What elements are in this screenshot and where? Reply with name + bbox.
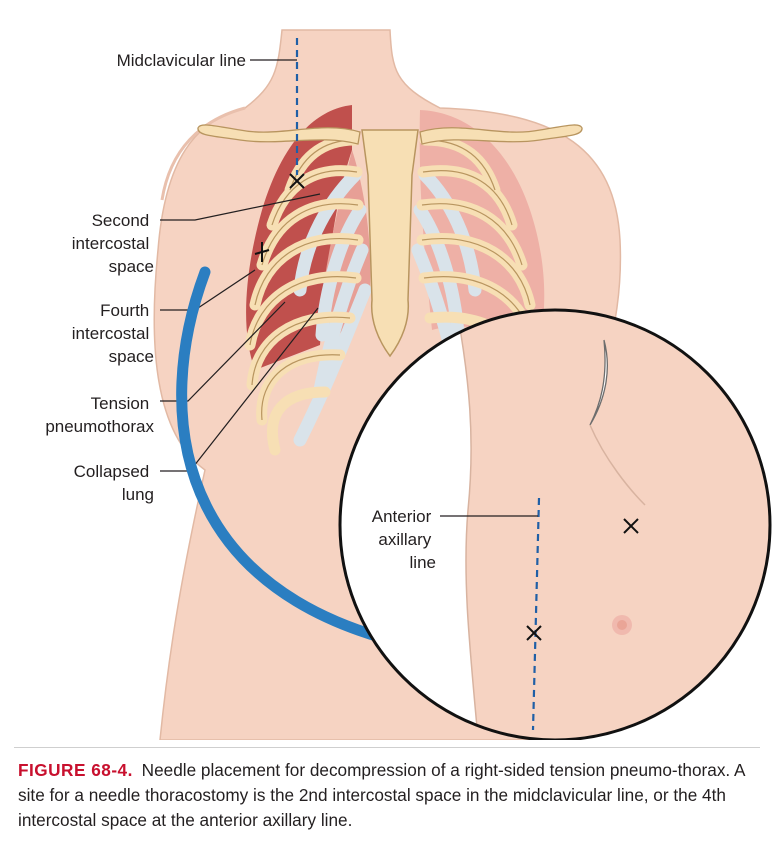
axillary-x-mark <box>526 625 542 641</box>
clavicle-right <box>419 124 583 145</box>
label-midclavicular-line: Midclavicular line <box>117 51 246 70</box>
shoulder-shadow <box>160 106 246 201</box>
sternum <box>361 129 419 358</box>
caption-text: Needle placement for decompression of a … <box>18 760 745 830</box>
label-fourth-intercostal-space: Fourth intercostal space <box>72 301 154 366</box>
zoom-inset <box>338 308 772 740</box>
label-anterior-axillary-line: Anterior axillary line <box>372 507 436 572</box>
clavicle-left <box>197 124 361 145</box>
label-second-intercostal-space: Second intercostal space <box>72 211 154 276</box>
label-collapsed-lung: Collapsed lung <box>74 462 154 504</box>
arrow-body <box>176 266 476 661</box>
second-intercostal-x-mark <box>289 173 305 189</box>
anterior-axillary-line <box>531 497 541 731</box>
figure-caption: FIGURE 68-4. Needle placement for decomp… <box>18 758 760 833</box>
fourth-intercostal-x-mark <box>254 242 270 262</box>
chest-diagram: Midclavicular line Second intercostal sp… <box>45 29 772 740</box>
label-tension-pneumothorax: Tension pneumothorax <box>45 394 154 436</box>
caption-divider <box>14 747 760 748</box>
inset-x-mark <box>623 518 639 534</box>
figure-label: FIGURE 68-4. <box>18 760 133 780</box>
